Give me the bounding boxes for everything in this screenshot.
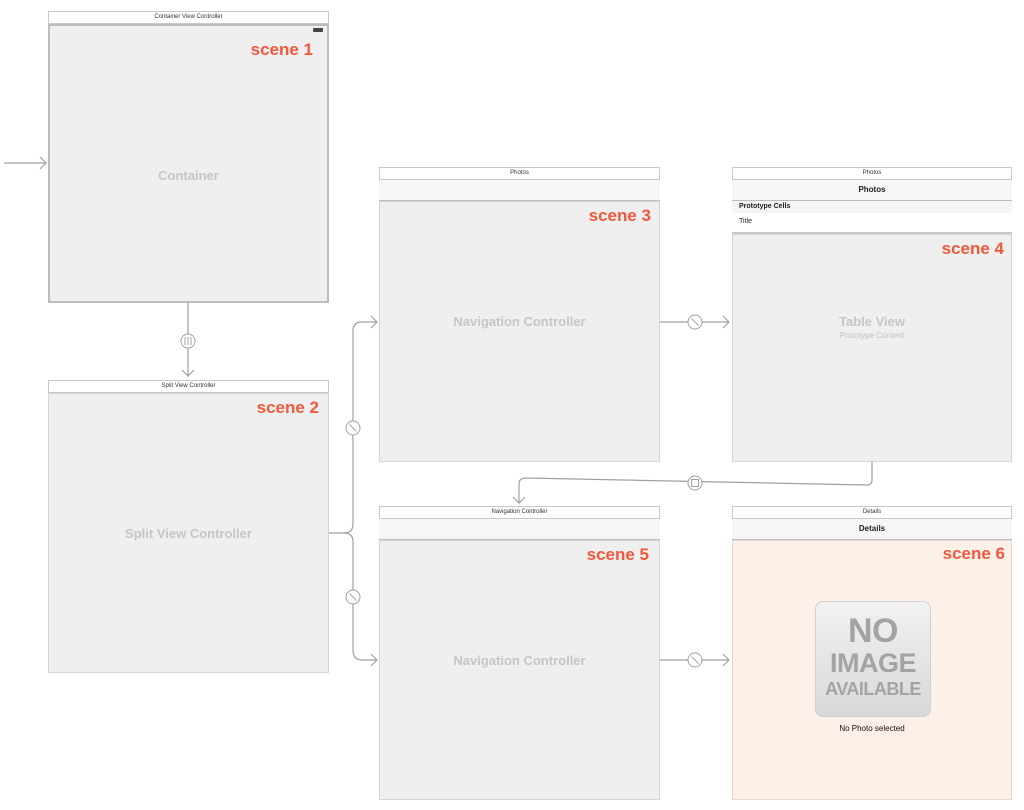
scene-title-bar[interactable]: Split View Controller — [48, 380, 329, 393]
scene-label: scene 6 — [942, 544, 1005, 563]
scene-photos-table-view[interactable]: Photos Photos Prototype Cells Title Tabl… — [732, 167, 1012, 462]
scene-canvas[interactable]: scene 6 NO IMAGE AVAILABLE No Photo sele… — [732, 540, 1012, 800]
container-label: Container — [158, 168, 219, 183]
scene-split-view-controller[interactable]: Split View Controller Split View Control… — [48, 380, 329, 673]
no-image-line-3: AVAILABLE — [825, 679, 921, 699]
scene-canvas[interactable]: Table View Prototype Content scene 4 — [732, 234, 1012, 462]
scene-detail-navigation-controller[interactable]: Navigation Controller Navigation Control… — [379, 506, 660, 800]
navigation-bar — [379, 519, 660, 540]
split-view-label: Split View Controller — [125, 526, 252, 541]
battery-icon — [313, 28, 323, 32]
scene-details-view-controller[interactable]: Details Details scene 6 NO IMAGE AVAILAB… — [732, 506, 1012, 800]
prototype-cell[interactable]: Title — [732, 213, 1012, 234]
scene-canvas[interactable]: Split View Controller scene 2 — [48, 393, 329, 673]
prototype-content-label: Prototype Content — [839, 331, 905, 340]
scene-label: scene 5 — [586, 545, 649, 564]
scene-title-bar[interactable]: Container View Controller — [48, 11, 329, 24]
scene-title-bar[interactable]: Photos — [379, 167, 660, 180]
navigation-bar — [379, 180, 660, 201]
scene-label: scene 4 — [941, 239, 1004, 258]
navigation-controller-label: Navigation Controller — [453, 314, 586, 329]
no-image-placeholder: NO IMAGE AVAILABLE — [815, 601, 931, 717]
navigation-controller-label: Navigation Controller — [453, 653, 586, 668]
scene-canvas[interactable]: Container scene 1 — [48, 24, 329, 303]
scene-title-bar[interactable]: Photos — [732, 167, 1012, 180]
scene-title-bar[interactable]: Navigation Controller — [379, 506, 660, 519]
scene-label: scene 1 — [250, 40, 313, 59]
scene-label: scene 2 — [256, 398, 319, 417]
photo-caption: No Photo selected — [839, 724, 905, 733]
show-detail-segue-icon — [687, 475, 703, 491]
section-header: Prototype Cells — [732, 201, 1012, 213]
scene-canvas[interactable]: Navigation Controller scene 3 — [379, 201, 660, 462]
scene-container-view-controller[interactable]: Container View Controller Container scen… — [48, 11, 329, 303]
scene-title-bar[interactable]: Details — [732, 506, 1012, 519]
table-view-label: Table View — [839, 314, 905, 329]
scene-canvas[interactable]: Navigation Controller scene 5 — [379, 540, 660, 800]
scene-label: scene 3 — [588, 206, 651, 225]
navigation-bar: Photos — [732, 180, 1012, 201]
no-image-line-2: IMAGE — [829, 648, 917, 678]
no-image-line-1: NO — [848, 612, 899, 650]
scene-photos-navigation-controller[interactable]: Photos Navigation Controller scene 3 — [379, 167, 660, 462]
navigation-bar: Details — [732, 519, 1012, 540]
